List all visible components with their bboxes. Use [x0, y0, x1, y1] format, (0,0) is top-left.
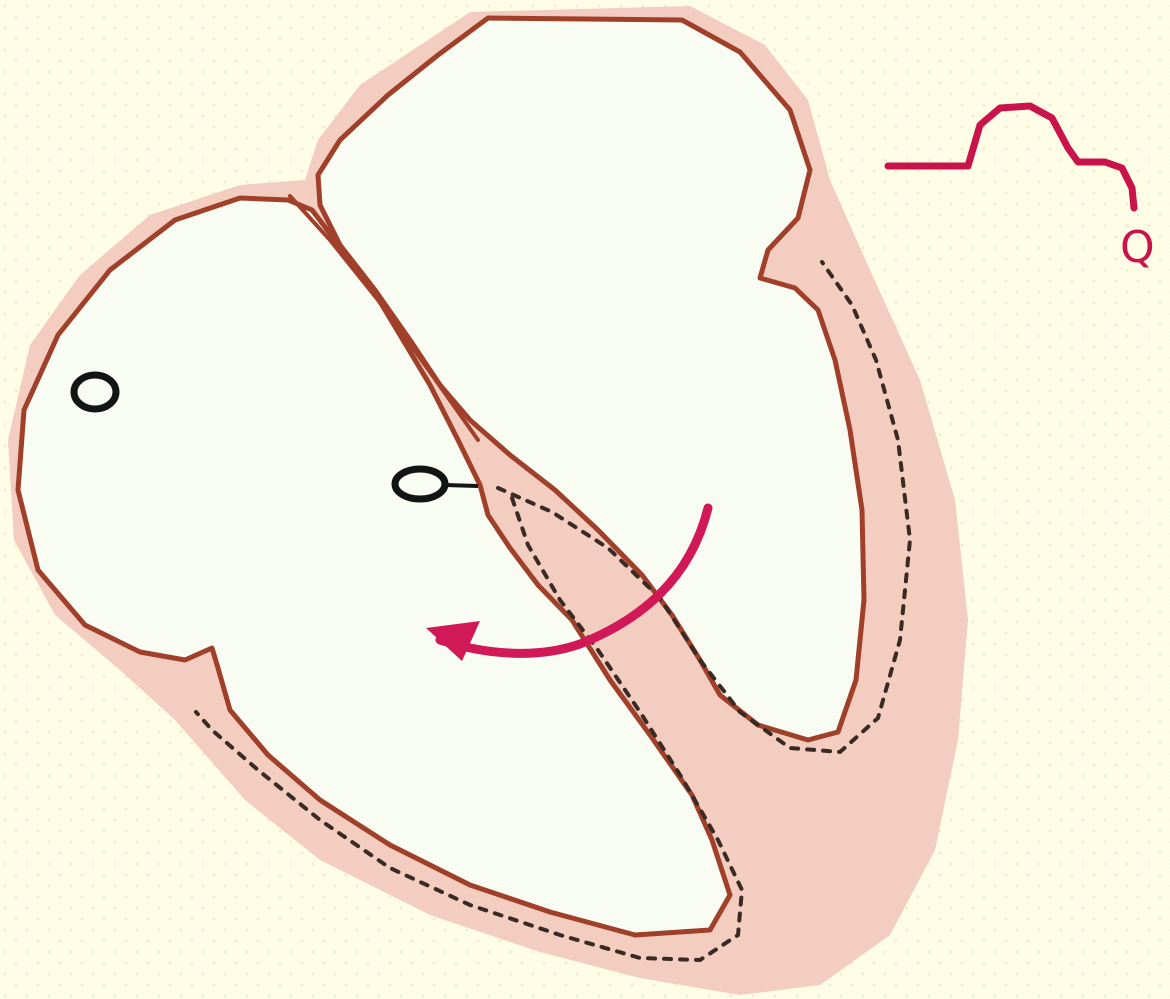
q-wave-label: Q — [1120, 222, 1155, 273]
septal-electrode-lead — [445, 485, 478, 486]
